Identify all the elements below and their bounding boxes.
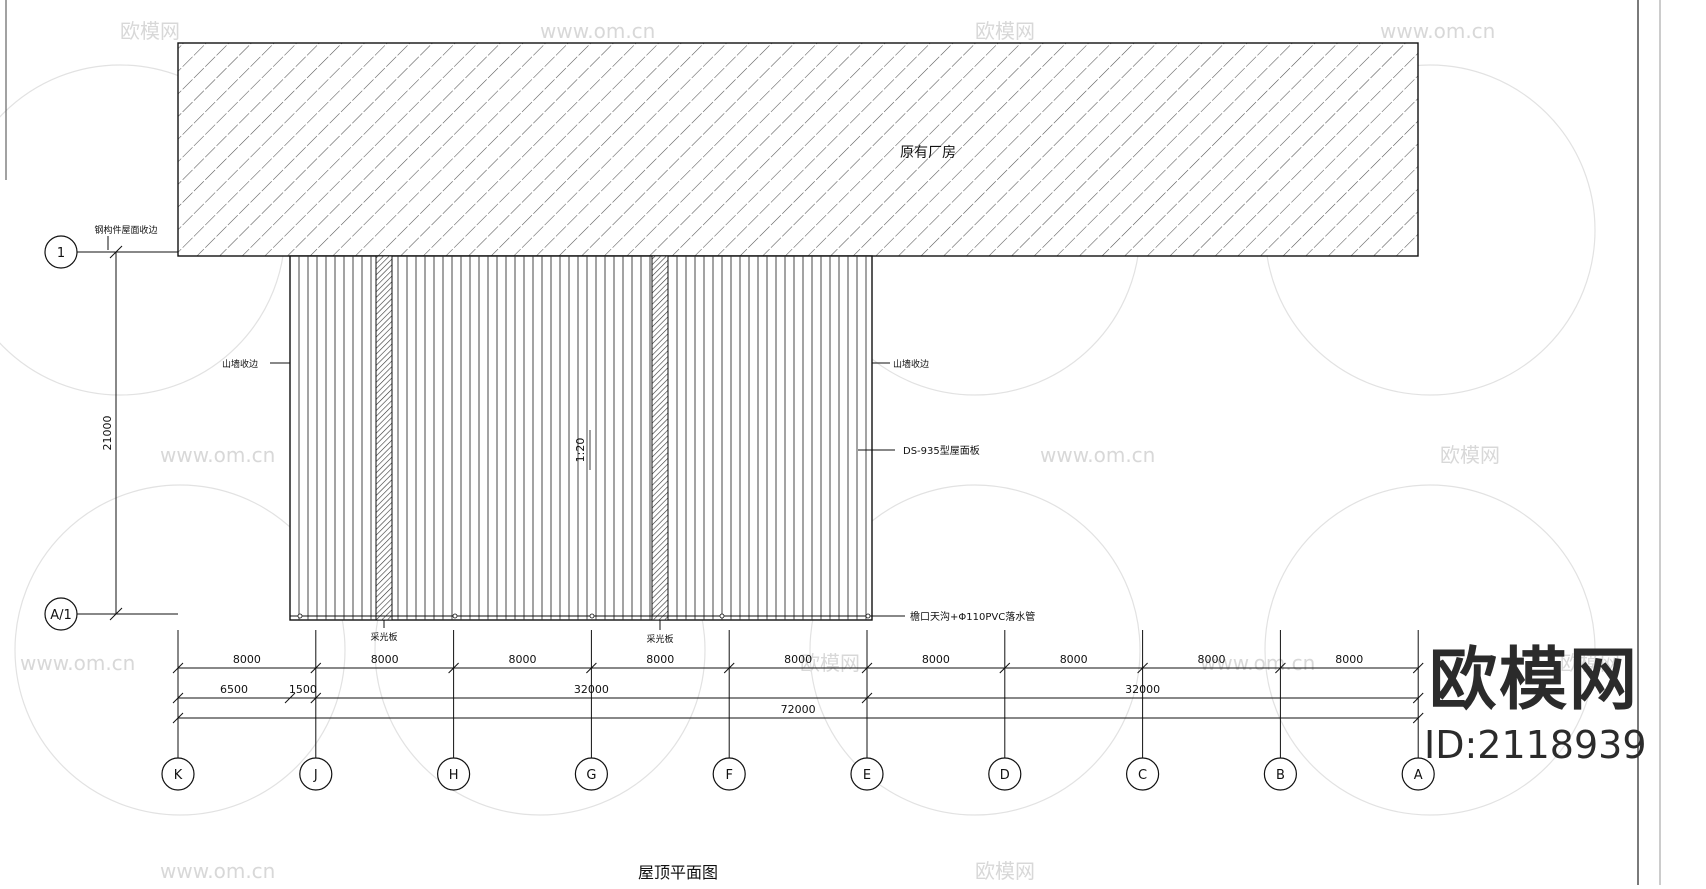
note-gutter-downpipe: 檐口天沟+Φ110PVC落水管 [910,610,1035,623]
column-axis-label: J [313,768,318,783]
watermark-text: www.om.cn [1200,651,1315,675]
roof-panel-area [289,255,873,621]
row-axis-label: 1 [57,246,65,261]
brand-watermark: 欧模网 ID:2118939 [1424,641,1647,768]
dimension-tick [861,692,873,704]
watermark-text: 欧模网 [1560,651,1620,675]
dimension-text: 8000 [233,653,261,666]
dimension-tick [172,662,184,674]
skylight-strip-right [651,255,669,621]
dimension-text: 1500 [289,683,317,696]
dimension-tick [999,662,1011,674]
dimension-tick [723,662,735,674]
watermark-text: www.om.cn [160,443,275,467]
dimension-text: 8000 [1335,653,1363,666]
column-axis-label: H [449,768,459,783]
note-roof-edge: 钢构件屋面收边 [94,224,157,236]
note-skylight-right: 采光板 [646,633,673,645]
watermark-circle [809,484,1141,816]
column-axis-bubble [1263,757,1298,791]
watermark-text: www.om.cn [160,859,275,883]
dimension-text: 8000 [1060,653,1088,666]
watermark-text: 欧模网 [1440,443,1500,467]
note-gable-left: 山墙收边 [222,358,258,370]
downpipe-marker [297,613,303,619]
dimension-text: 8000 [509,653,537,666]
skylight-strip-left [375,255,393,621]
dimension-tick [448,662,459,674]
watermark-text: www.om.cn [540,19,655,43]
watermark-text: www.om.cn [20,651,135,675]
dimension-text: 8000 [646,653,674,666]
column-axis-bubble [574,757,609,791]
column-axis-bubble [299,757,333,791]
dimension-tick [1412,712,1424,724]
brand-name: 欧模网 [1428,641,1639,721]
watermark-text: 欧模网 [975,19,1035,43]
model-id: ID:2118939 [1424,723,1647,768]
dimension-tick [172,712,184,724]
column-axis-label: G [586,768,596,783]
dimension-tick [1412,662,1424,674]
column-axis-bubble [850,757,884,791]
column-axis-bubble [1401,757,1435,791]
dimension-text: 8000 [784,653,812,666]
downpipe-marker [589,613,595,619]
watermark-circle [14,484,346,816]
slope-note: 1:20 [574,438,587,463]
dimension-tick [284,692,296,704]
watermark-text: 欧模网 [120,19,180,43]
dimension-tick [109,607,123,621]
column-axis-label: C [1138,768,1147,783]
dimension-tick [109,245,123,259]
row-axis-label: A/1 [50,608,72,623]
column-axis-bubble [988,757,1022,791]
column-axis-label: E [863,768,871,783]
column-axis-bubble [161,757,195,791]
dimension-tick [1412,692,1424,704]
column-axis-bubble [437,757,471,791]
watermark-text: www.om.cn [1040,443,1155,467]
dimension-text: 8000 [922,653,950,666]
dimension-layer: 8000 8000 8000 8000 8000 8000 8000 8000 8000 6500… [172,653,1424,724]
dimension-tick [310,662,322,674]
column-axis-bubble [712,757,746,791]
dimension-text: 72000 [781,703,816,716]
dimension-tick [1137,662,1148,674]
dimension-text: 32000 [574,683,609,696]
dimension-text: 8000 [1198,653,1226,666]
dimension-text: 6500 [220,683,248,696]
column-axis-bubble [1125,757,1160,791]
watermark-text: 欧模网 [975,859,1035,883]
dimension-text: 8000 [371,653,399,666]
downpipe-marker [865,613,871,619]
dimension-tick [586,662,597,674]
watermark-text: www.om.cn [1380,19,1495,43]
dimension-tick [1275,662,1286,674]
column-axis-label: F [725,768,732,783]
watermark-circle [1264,484,1596,816]
column-axis-label: D [1000,768,1010,783]
dimension-tick [172,692,184,704]
existing-building-label: 原有厂房 [900,145,956,161]
dimension-tick [310,692,322,704]
dimension-tick [861,662,873,674]
dimension-text: 32000 [1125,683,1160,696]
column-axis-label: B [1276,768,1285,783]
downpipe-marker [719,613,725,619]
downpipe-marker [452,613,458,619]
note-gable-right: 山墙收边 [893,358,929,370]
note-roof-panel-spec: DS-935型屋面板 [903,444,980,457]
column-axis-label: A [1414,768,1423,783]
note-skylight-left: 采光板 [370,631,397,643]
vertical-dimension-text: 21000 [101,416,114,451]
drawing-title: 屋顶平面图 [638,863,718,882]
existing-building-block [177,42,1419,257]
column-axis-label: K [174,768,183,783]
